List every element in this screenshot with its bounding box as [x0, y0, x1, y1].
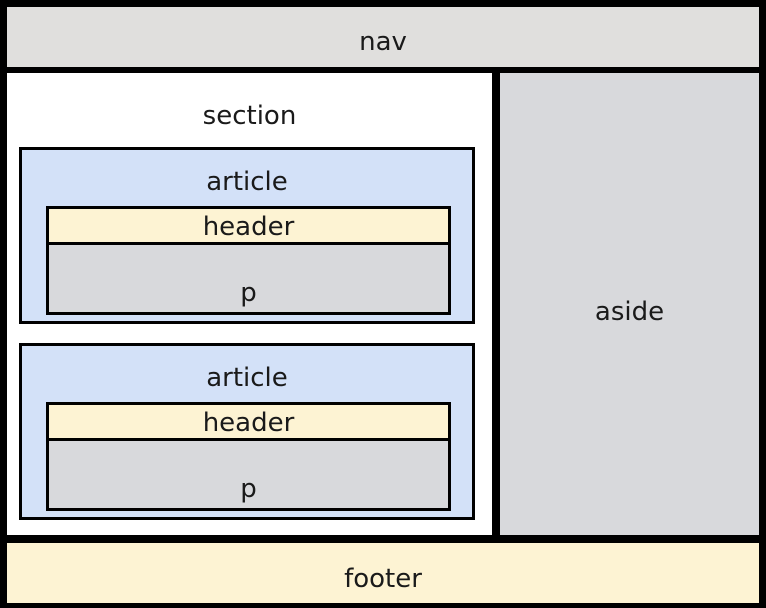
p-block-1: p: [46, 245, 451, 315]
aside-label: aside: [594, 297, 665, 327]
article-block-2: article header p: [19, 343, 475, 520]
aside-block: aside: [500, 73, 759, 535]
header-block-1: header: [46, 206, 451, 245]
p-block-2: p: [46, 441, 451, 511]
article-block-1: article header p: [19, 147, 475, 324]
article-label-1: article: [206, 167, 288, 197]
section-label: section: [202, 101, 297, 131]
header-label-2: header: [202, 408, 295, 438]
section-block: section article header p article header …: [7, 73, 492, 535]
header-label-1: header: [202, 212, 295, 242]
p-label-2: p: [240, 474, 257, 504]
nav-block: nav: [7, 7, 759, 67]
footer-label: footer: [344, 564, 422, 594]
footer-block: footer: [7, 543, 759, 603]
article-label-2: article: [206, 363, 288, 393]
nav-label: nav: [359, 27, 407, 57]
header-block-2: header: [46, 402, 451, 441]
p-label-1: p: [240, 278, 257, 308]
